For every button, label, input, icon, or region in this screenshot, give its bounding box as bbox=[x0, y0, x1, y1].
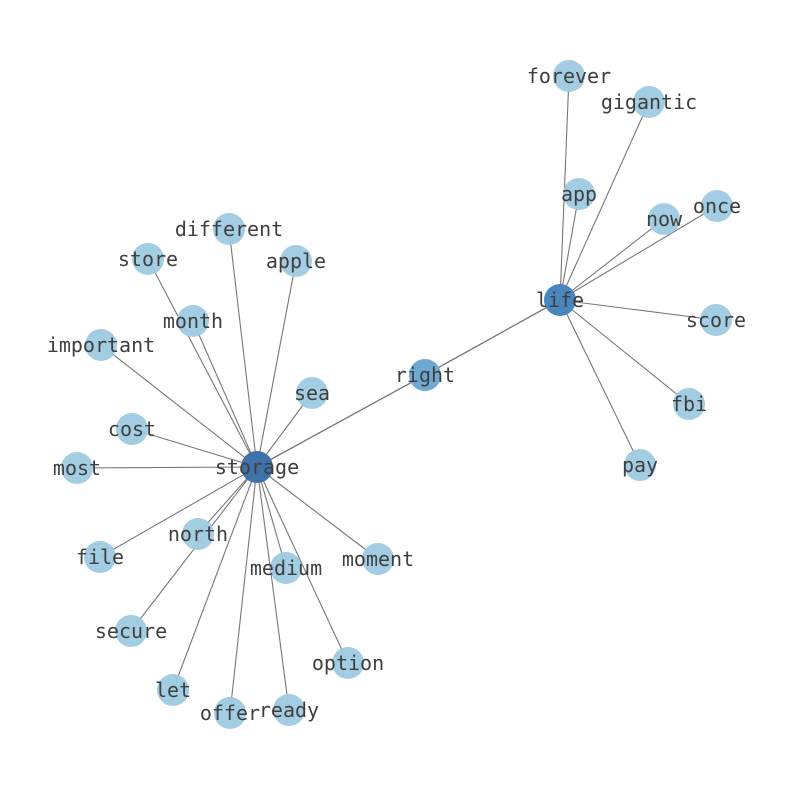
node-medium bbox=[270, 552, 302, 584]
node-file bbox=[84, 541, 116, 573]
node-right bbox=[409, 359, 441, 391]
node-label-north: north bbox=[168, 522, 228, 546]
edge-life-fbi bbox=[559, 299, 690, 405]
node-pay bbox=[624, 449, 656, 481]
edge-life-once bbox=[559, 205, 718, 301]
node-apple bbox=[280, 245, 312, 277]
node-label-gigantic: gigantic bbox=[601, 90, 697, 114]
node-label-important: important bbox=[47, 333, 155, 357]
node-gigantic bbox=[633, 86, 665, 118]
node-app bbox=[563, 178, 595, 210]
node-once bbox=[701, 190, 733, 222]
edge-storage-cost bbox=[131, 428, 258, 468]
node-label-life: life bbox=[536, 288, 584, 312]
edge-life-score bbox=[559, 299, 717, 321]
node-label-right: right bbox=[395, 363, 455, 387]
node-store bbox=[132, 243, 164, 275]
node-forever bbox=[553, 60, 585, 92]
node-label-once: once bbox=[693, 194, 741, 218]
edge-storage-option bbox=[256, 466, 349, 664]
node-label-app: app bbox=[561, 182, 597, 206]
node-cost bbox=[116, 413, 148, 445]
node-label-fbi: fbi bbox=[671, 392, 707, 416]
edge-storage-store bbox=[147, 258, 258, 468]
edge-storage-most bbox=[76, 466, 258, 469]
node-north bbox=[182, 518, 214, 550]
edge-life-gigantic bbox=[559, 101, 650, 301]
node-month bbox=[177, 305, 209, 337]
node-label-forever: forever bbox=[527, 64, 611, 88]
edge-storage-let bbox=[172, 466, 258, 691]
node-label-different: different bbox=[175, 217, 283, 241]
node-now bbox=[648, 203, 680, 235]
node-let bbox=[157, 674, 189, 706]
node-label-offer: offer bbox=[200, 701, 260, 725]
node-label-cost: cost bbox=[108, 417, 156, 441]
nodes-layer bbox=[61, 60, 733, 729]
node-fbi bbox=[673, 388, 705, 420]
node-offer bbox=[214, 697, 246, 729]
edge-storage-offer bbox=[229, 466, 258, 714]
edge-storage-ready bbox=[256, 466, 290, 711]
node-sea bbox=[296, 377, 328, 409]
node-label-score: score bbox=[686, 308, 746, 332]
node-label-store: store bbox=[118, 247, 178, 271]
edge-right-life bbox=[424, 299, 561, 376]
node-important bbox=[85, 329, 117, 361]
node-label-now: now bbox=[646, 207, 683, 231]
edge-storage-right bbox=[256, 374, 426, 468]
node-label-month: month bbox=[163, 309, 223, 333]
node-label-let: let bbox=[155, 678, 191, 702]
node-label-medium: medium bbox=[250, 556, 322, 580]
node-label-moment: moment bbox=[342, 547, 414, 571]
node-score bbox=[700, 304, 732, 336]
edge-life-pay bbox=[559, 299, 641, 466]
node-label-most: most bbox=[53, 456, 101, 480]
node-label-secure: secure bbox=[95, 619, 167, 643]
node-label-ready: ready bbox=[259, 698, 319, 722]
edge-storage-moment bbox=[256, 466, 379, 560]
node-secure bbox=[115, 615, 147, 647]
node-label-apple: apple bbox=[266, 249, 326, 273]
node-life bbox=[544, 284, 576, 316]
node-label-pay: pay bbox=[622, 453, 658, 477]
edge-storage-medium bbox=[256, 466, 287, 569]
edge-storage-different bbox=[228, 228, 258, 468]
edge-storage-apple bbox=[256, 260, 297, 468]
node-ready bbox=[273, 694, 305, 726]
node-label-sea: sea bbox=[294, 381, 330, 405]
node-storage bbox=[241, 451, 273, 483]
edges-layer bbox=[76, 75, 718, 714]
edge-life-now bbox=[559, 218, 665, 301]
node-moment bbox=[362, 543, 394, 575]
edge-storage-month bbox=[192, 320, 258, 468]
edge-storage-file bbox=[99, 466, 258, 558]
node-most bbox=[61, 452, 93, 484]
node-different bbox=[213, 213, 245, 245]
node-label-storage: storage bbox=[215, 455, 299, 479]
node-option bbox=[332, 647, 364, 679]
edge-storage-important bbox=[100, 344, 258, 468]
edge-life-app bbox=[559, 193, 580, 301]
node-label-option: option bbox=[312, 651, 384, 675]
node-label-file: file bbox=[76, 545, 124, 569]
